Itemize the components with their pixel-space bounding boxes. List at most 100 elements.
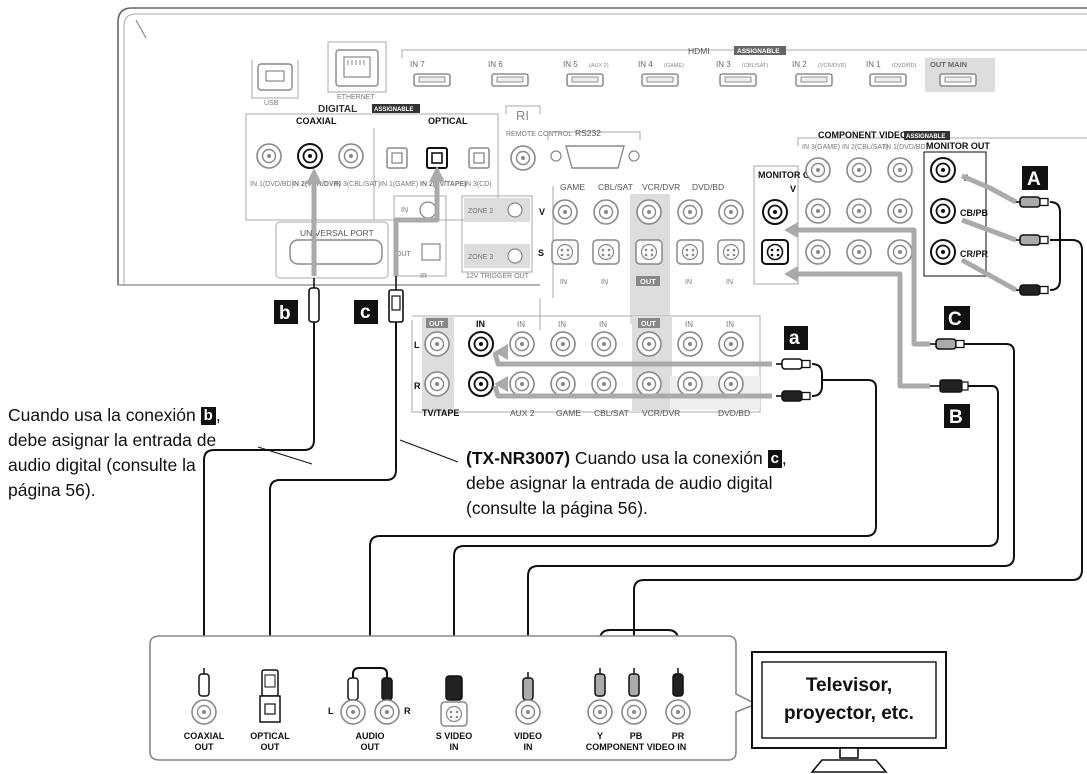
hdmi-in-label-5: IN 3 [716, 60, 731, 69]
hdmi-in-port-3 [566, 73, 604, 87]
component-assignable: ASSIGNABLE [906, 134, 945, 140]
coax-in3-jack [338, 143, 364, 169]
ethernet-port: ETHERNET [327, 41, 387, 101]
tv-svideo-label-1: S VIDEO [436, 731, 473, 741]
hdmi-in-port-2 [491, 73, 529, 87]
row-s-label: S [538, 248, 544, 258]
digital-assignable: ASSIGNABLE [374, 107, 413, 113]
opt-label-3: IN 3(CD) [464, 181, 492, 188]
plug-c [388, 276, 404, 323]
svg-text:a: a [789, 328, 800, 349]
video-out-label: OUT [640, 277, 656, 286]
badge-A: A [1022, 166, 1048, 190]
ri-label: RI [516, 108, 529, 123]
remote-control-section: RI REMOTE CONTROL [505, 105, 572, 171]
plug-b [308, 278, 320, 323]
plug-A-PR [1013, 284, 1049, 296]
audio-L-label: L [414, 340, 420, 350]
tv-comp-pr: PR [672, 731, 685, 741]
note-left-leader [257, 446, 313, 465]
note-left: Cuando usa la conexión b, debe asignar l… [8, 403, 221, 503]
video-in-label-4: IN [726, 279, 733, 286]
note-left-comma: , [215, 405, 221, 425]
tv-optical-port [259, 669, 281, 723]
video-in-label-1: IN [560, 279, 567, 286]
video-in-label-2: IN [601, 279, 608, 286]
svg-text:B: B [949, 407, 963, 428]
tv-input-panel: COAXIAL OUT OPTICAL OUT L R AUDIO OUT S … [149, 635, 758, 761]
video-group-3: VCR/DVR [642, 182, 680, 192]
audio-group-aux2: AUX 2 [510, 408, 535, 418]
comp-sub-1: IN 3(GAME) [802, 144, 840, 151]
note-right-comma: , [781, 448, 787, 468]
tv-audio-L: L [328, 706, 334, 716]
audio-group-vcrdvr: VCR/DVR [642, 408, 680, 418]
note-right-line2: debe asignar la entrada de audio digital [466, 473, 773, 493]
tv-optical-label-2: OUT [261, 742, 281, 752]
coax-label-1: IN 1(DVD/BD) [250, 181, 294, 188]
tv-component-label: COMPONENT VIDEO IN [586, 742, 687, 752]
zone3-label: ZONE 3 [468, 254, 493, 261]
usb-port: USB [251, 60, 299, 107]
hdmi-in-port-7 [869, 73, 907, 87]
audio-in-label-3: IN [599, 320, 607, 329]
audio-out-label-2: OUT [641, 321, 657, 328]
hdmi-in-label-6: IN 2 [792, 60, 807, 69]
audio-in-label-1: IN [517, 320, 525, 329]
badge-c: c [354, 300, 378, 324]
comp-row-pb: CB/PB [960, 208, 989, 218]
plug-A-PB [1013, 234, 1049, 246]
note-left-line1: Cuando usa la conexión [8, 405, 196, 425]
opt-label-2: IN 2(TV/TAPE) [420, 181, 467, 188]
audio-in-label-2: IN [558, 320, 566, 329]
zone2-label: ZONE 2 [468, 208, 493, 215]
trigger-section: ZONE 2 ZONE 3 12V TRIGGER OUT [461, 195, 533, 280]
video-group-4: DVD/BD [692, 182, 724, 192]
comp-monitor-out: MONITOR OUT [926, 141, 990, 151]
ir-out-label: OUT [396, 251, 412, 258]
video-group-1: GAME [560, 182, 585, 192]
tv-audio-R: R [404, 706, 411, 716]
hdmi-in-port-5 [719, 73, 757, 87]
opt-in2-jack [426, 147, 448, 169]
tv-optical-label-1: OPTICAL [250, 731, 290, 741]
ir-in-label: IN [401, 207, 408, 214]
plug-C [929, 338, 965, 350]
video-section: V S GAME CBL/SAT VCR/DVR DVD/BD IN IN OU… [538, 165, 822, 330]
plug-B [930, 379, 969, 393]
cables [203, 201, 1083, 672]
tv-comp-y: Y [597, 731, 603, 741]
hdmi-in-sub-5: (CBL/SAT) [742, 63, 768, 69]
hdmi-in-label-2: IN 6 [488, 60, 503, 69]
tv-audio-label-1: AUDIO [356, 731, 385, 741]
hdmi-in-port-1 [413, 73, 451, 87]
hdmi-in-sub-4: (GAME) [664, 63, 684, 69]
audio-group-cblsat: CBL/SAT [594, 408, 629, 418]
svg-text:c: c [360, 302, 371, 323]
hdmi-in-sub-6: (VCR/DVR) [818, 63, 847, 69]
plug-a-L [775, 358, 811, 370]
coax-label-3: IN 3(CBL/SAT) [334, 181, 380, 188]
tv-svideo-port [440, 675, 468, 727]
remote-control-label: REMOTE CONTROL [506, 131, 572, 138]
digital-label: DIGITAL [318, 104, 357, 115]
television: Televisor, proyector, etc. [751, 651, 947, 773]
note-right-model: (TX-NR3007) [466, 448, 571, 468]
svg-text:C: C [948, 309, 962, 330]
audio-tv-in-label: IN [476, 319, 485, 329]
badge-b: b [274, 300, 298, 324]
tv-audio-ports [340, 667, 400, 725]
tv-svideo-label-2: IN [450, 742, 459, 752]
coax-in1-jack [256, 143, 282, 169]
note-right-leader [399, 439, 459, 463]
row-v-label: V [539, 207, 545, 217]
tv-label-line2: proyector, etc. [784, 703, 914, 724]
badge-B: B [944, 404, 970, 428]
tv-label-line1: Televisor, [806, 675, 892, 696]
hdmi-in-port-4 [641, 73, 679, 87]
universal-port-label: UNIVERSAL PORT [300, 228, 374, 238]
badge-C: C [944, 306, 970, 330]
audio-in-label-5: IN [726, 320, 734, 329]
